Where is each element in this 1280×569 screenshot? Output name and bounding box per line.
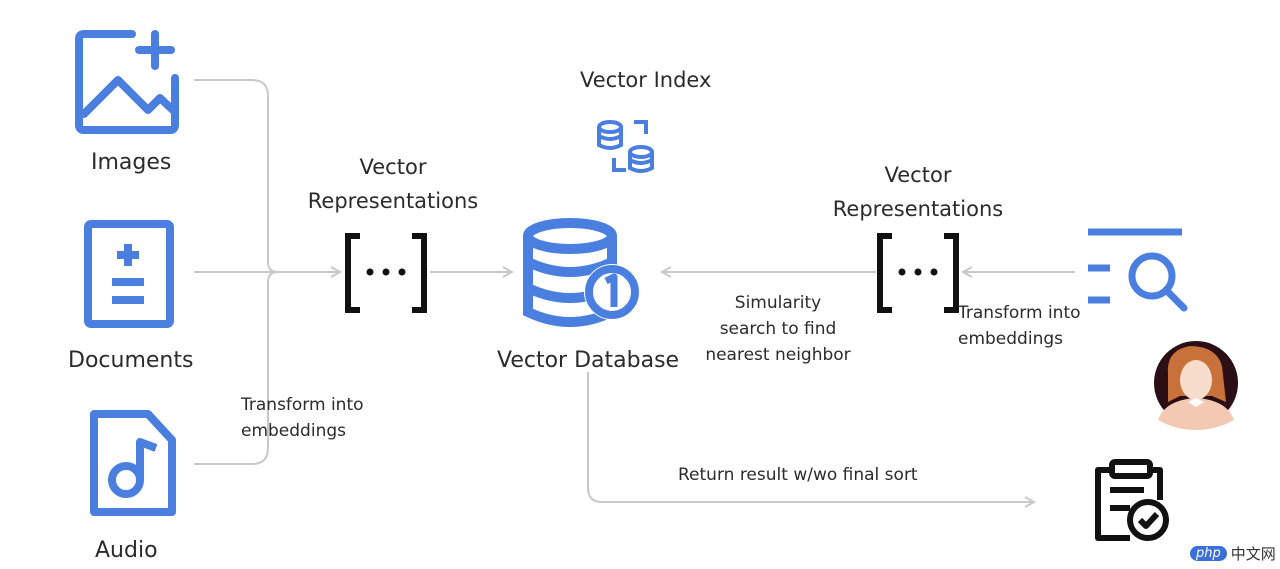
vector-index-icon (597, 120, 654, 173)
return-result-arrow (587, 372, 1034, 502)
vector-database-label: Vector Database (497, 348, 680, 373)
audio-label: Audio (95, 538, 158, 563)
left-vector-representations-label: Vector Representations (307, 155, 479, 213)
vector-index-label: Vector Index (580, 68, 712, 92)
watermark-text: 中文网 (1230, 545, 1276, 563)
vector-dots-right (898, 268, 938, 276)
document-icon (84, 220, 174, 328)
vector-dots-left (366, 268, 406, 276)
connectors (194, 79, 1075, 502)
watermark: php 中文网 (1190, 543, 1276, 564)
left-transform-label: Transform into embeddings (241, 395, 364, 441)
images-connector (194, 79, 279, 273)
right-transform-label: Transform into embeddings (958, 303, 1081, 349)
clipboard-check-icon (1095, 459, 1169, 541)
database-icon (523, 218, 640, 327)
watermark-badge: php (1190, 546, 1227, 561)
images-label: Images (91, 150, 172, 175)
vector-bracket-right (877, 233, 959, 313)
documents-label: Documents (68, 348, 194, 373)
audio-connector (194, 271, 279, 465)
return-result-label: Return result w/wo final sort (678, 465, 918, 485)
right-vector-representations-label: Vector Representations (832, 163, 1004, 221)
image-add-icon (75, 30, 179, 134)
user-avatar-icon (1154, 341, 1238, 430)
similarity-search-label: Simularity search to find nearest neighb… (705, 293, 851, 365)
audio-file-icon (90, 410, 176, 516)
vector-bracket-left (345, 233, 427, 313)
search-query-icon (1088, 228, 1188, 312)
